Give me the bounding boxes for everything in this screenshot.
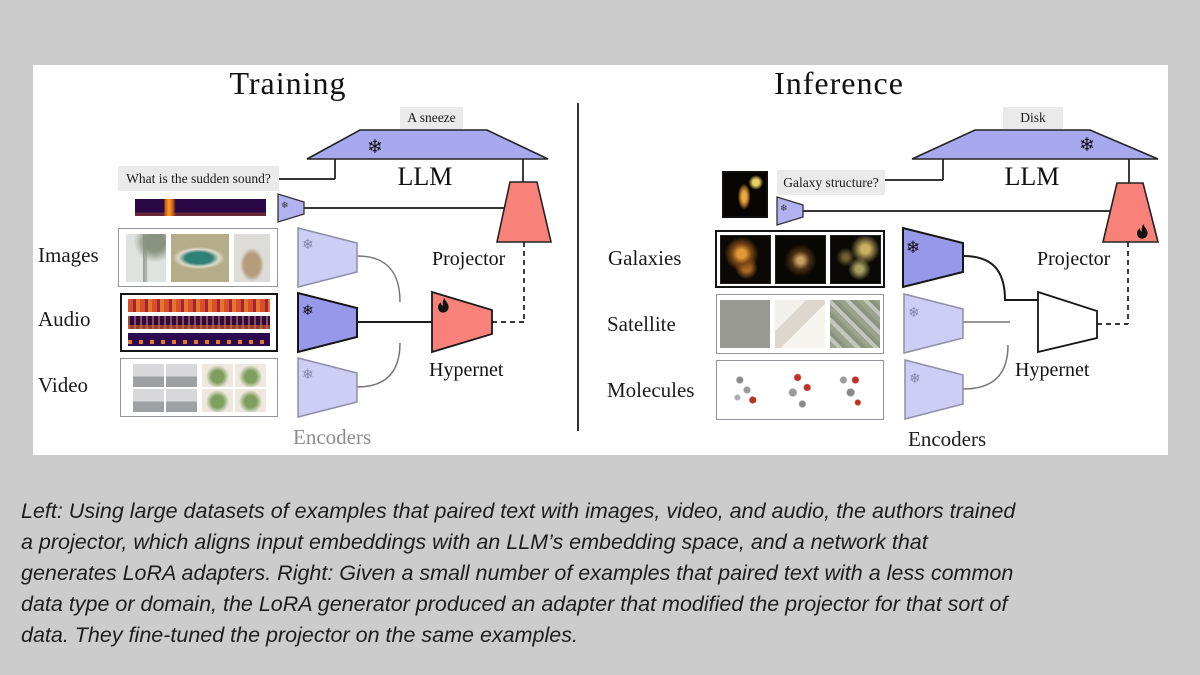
- snowflake-icon: ❄: [302, 303, 314, 319]
- llm-output-label: A sneeze: [400, 107, 463, 129]
- training-title: Training: [229, 65, 347, 101]
- snowflake-icon: ❄: [908, 305, 920, 321]
- spectrogram-thumbnail: [128, 299, 270, 312]
- row-label-galaxies: Galaxies: [608, 246, 682, 270]
- llm-output-label: Disk: [1003, 107, 1063, 129]
- query-audio-spectrogram: [135, 199, 266, 216]
- caption-line: data type or domain, the LoRA generator …: [21, 592, 1008, 616]
- image-thumbnail: [171, 233, 229, 282]
- row-label-audio: Audio: [38, 307, 91, 331]
- diagram-shapes: ❄ ❄ ❄ ❄ ❄ ❄ ❄ ❄ ❄ ❄: [277, 103, 1160, 431]
- satellite-examples-box: [716, 294, 884, 354]
- molecule-thumbnail: [829, 365, 877, 415]
- query-galaxy-encoder-shape: [776, 196, 804, 226]
- galaxy-thumbnail: [829, 234, 881, 284]
- row-label-video: Video: [38, 373, 89, 397]
- video-encoder-shape: [297, 357, 358, 418]
- spectrogram-thumbnail: [128, 333, 270, 346]
- llm-label: LLM: [1004, 162, 1060, 191]
- snowflake-icon: ❄: [1079, 134, 1095, 156]
- query-text-label: What is the sudden sound?: [118, 166, 279, 191]
- row-label-images: Images: [38, 243, 99, 267]
- encoders-label: Encoders: [293, 425, 372, 449]
- galaxies-examples-box: [715, 230, 885, 288]
- query-text-label: Galaxy structure?: [777, 170, 885, 195]
- video-thumbnail: [132, 363, 197, 412]
- hypernet-shape-training: [431, 290, 493, 354]
- audio-examples-box: [120, 293, 278, 352]
- snowflake-icon: ❄: [780, 204, 788, 214]
- satellite-thumbnail: [775, 300, 825, 348]
- snowflake-icon: ❄: [906, 238, 920, 258]
- flame-icon: [438, 298, 449, 313]
- query-audio-encoder-shape: [277, 193, 305, 223]
- projector-shape-inference: [1101, 182, 1160, 243]
- llm-label: LLM: [397, 162, 453, 191]
- diagram-panel: ❄ ❄ ❄ ❄ ❄ ❄ ❄ ❄ ❄ ❄ Training A sneeze LL…: [33, 65, 1168, 455]
- molecule-thumbnail: [723, 365, 771, 415]
- spectrogram-thumbnail: [128, 316, 270, 329]
- hypernet-label: Hypernet: [429, 359, 504, 381]
- galaxy-thumbnail: [719, 234, 771, 284]
- snowflake-icon: ❄: [302, 367, 314, 383]
- caption-line: a projector, which aligns input embeddin…: [21, 530, 928, 554]
- video-thumbnail: [201, 363, 266, 412]
- video-examples-box: [120, 358, 278, 417]
- caption-line: Left: Using large datasets of examples t…: [21, 499, 1016, 523]
- satellite-thumbnail: [830, 300, 880, 348]
- row-label-satellite: Satellite: [607, 312, 676, 336]
- audio-encoder-shape: [297, 291, 358, 354]
- image-thumbnail: [126, 233, 166, 282]
- snowflake-icon: ❄: [281, 201, 289, 211]
- flame-icon: [1137, 224, 1148, 239]
- images-encoder-curve: [356, 255, 401, 303]
- row-label-molecules: Molecules: [607, 378, 695, 402]
- hypernet-shape-inference: [1037, 290, 1098, 354]
- inference-title: Inference: [774, 65, 904, 101]
- hypernet-label: Hypernet: [1015, 359, 1090, 381]
- snowflake-icon: ❄: [367, 136, 383, 158]
- galaxies-encoder-shape: [902, 226, 964, 289]
- encoders-label: Encoders: [908, 427, 987, 451]
- projector-label: Projector: [1037, 248, 1111, 270]
- molecules-examples-box: [716, 360, 884, 420]
- query-galaxy-image: [722, 171, 768, 218]
- molecule-thumbnail: [776, 365, 824, 415]
- satellite-encoder-shape: [903, 293, 964, 354]
- caption-line: data. They fine-tuned the projector on t…: [21, 623, 578, 647]
- galaxies-encoder-to-hypernet-curve: [962, 255, 1038, 301]
- molecules-encoder-curve: [962, 344, 1009, 390]
- molecules-encoder-shape: [904, 359, 964, 420]
- images-examples-box: [118, 228, 278, 287]
- llm-trapezoid-inference: [911, 129, 1159, 160]
- spectrogram-thumbnails: [128, 299, 270, 346]
- snowflake-icon: ❄: [302, 237, 314, 253]
- galaxy-thumbnail: [774, 234, 826, 284]
- figure-caption: Left: Using large datasets of examples t…: [21, 496, 1015, 651]
- projector-label: Projector: [432, 248, 506, 270]
- projector-shape-training: [496, 181, 553, 243]
- satellite-thumbnail: [720, 300, 770, 348]
- images-encoder-shape: [297, 227, 358, 288]
- image-thumbnail: [234, 233, 270, 282]
- caption-line: generates LoRA adapters. Right: Given a …: [21, 561, 1014, 585]
- llm-trapezoid-training: [306, 129, 549, 160]
- snowflake-icon: ❄: [909, 371, 921, 387]
- video-encoder-curve: [356, 342, 401, 388]
